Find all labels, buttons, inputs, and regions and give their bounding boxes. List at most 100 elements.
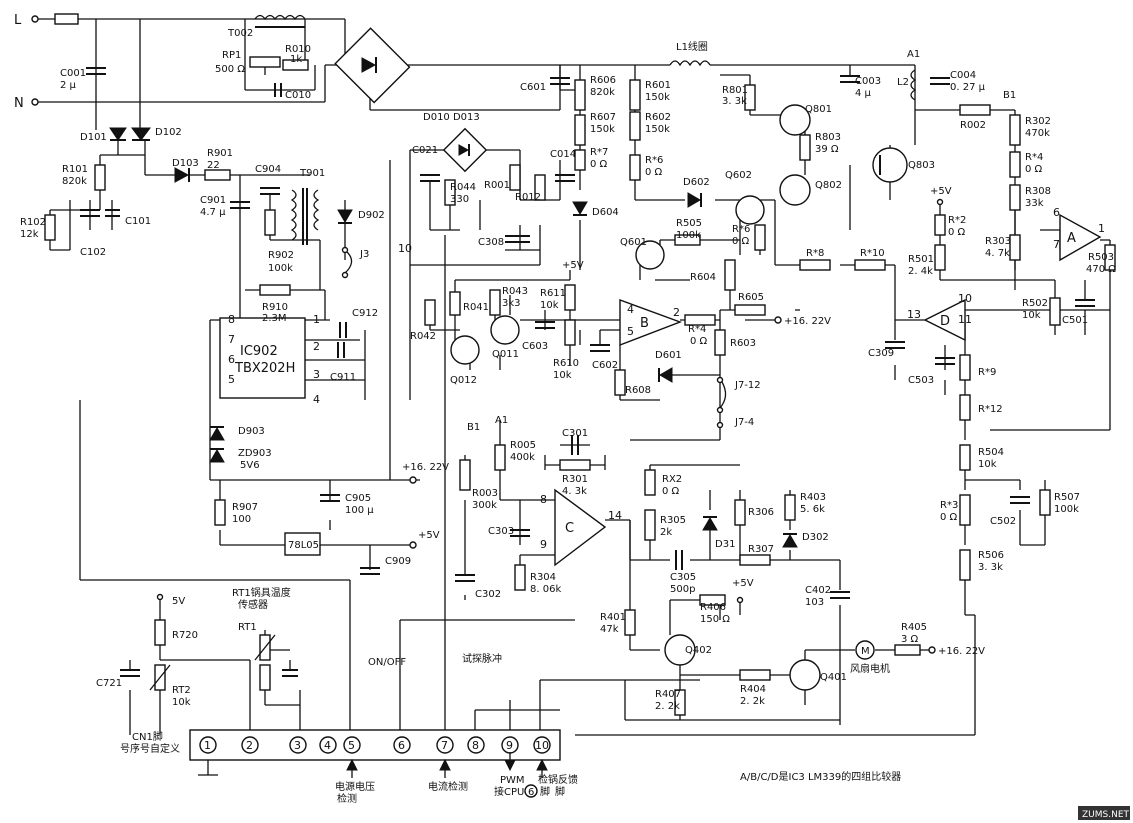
label-v1622-a: +16. 22V	[402, 462, 449, 473]
label-r005: R005	[510, 440, 536, 451]
label-r901-val: 22	[207, 160, 220, 171]
label-r502-val: 10k	[1022, 310, 1041, 321]
label-c308: C308	[478, 237, 504, 248]
label-r010-val: 1k	[290, 54, 302, 65]
cn-pin-4: 4	[324, 739, 331, 752]
label-r102-val: 12k	[20, 229, 39, 240]
cn-pin-2: 2	[246, 739, 253, 752]
label-pan-2: 脚	[555, 785, 565, 798]
label-r044-val: 330	[450, 194, 469, 205]
label-j74: J7-4	[734, 417, 754, 428]
label-zd903: ZD903	[238, 448, 272, 459]
label-r610: R610	[553, 358, 579, 369]
label-c305-val: 500p	[670, 584, 695, 595]
comp-c-pin-9: 9	[540, 538, 547, 551]
label-r305-val: 2k	[660, 527, 672, 538]
label-r601-val: 150k	[645, 92, 670, 103]
label-a1: A1	[907, 49, 920, 60]
label-q011: Q011	[492, 349, 519, 360]
label-b1: B1	[1003, 90, 1016, 101]
comp-b-pin-2: 2	[673, 306, 680, 319]
label-r8: R*8	[806, 248, 824, 259]
label-c905-val: 100 μ	[345, 505, 374, 516]
label-c014: C014	[550, 149, 576, 160]
label-r401: R401	[600, 612, 626, 623]
label-c502: C502	[990, 516, 1016, 527]
label-r507-val: 100k	[1054, 504, 1079, 515]
label-r607: R607	[590, 112, 616, 123]
label-probe: 试探脉冲	[462, 652, 502, 665]
comp-d-pin-10: 10	[958, 292, 972, 305]
watermark: ZUMS.NET	[1078, 806, 1130, 820]
label-r303-val: 4. 7k	[985, 248, 1010, 259]
cn1-connector: 1 2 3 4 5 6 7 8 9 10	[199, 736, 551, 778]
cn-pin-9: 9	[506, 739, 513, 752]
label-r405-val: 3 Ω	[901, 634, 919, 645]
label-c603: C603	[522, 341, 548, 352]
label-ic902: IC902	[240, 344, 278, 359]
label-d602: D602	[683, 177, 710, 188]
label-v5-c: +5V	[562, 260, 584, 271]
label-r720: R720	[172, 630, 198, 641]
label-pwm-3: 脚	[540, 785, 550, 798]
label-r910: R910	[262, 302, 288, 313]
comp-c-pin-14: 14	[608, 509, 622, 522]
label-q602: Q602	[725, 170, 752, 181]
label-ic902-part: TBX202H	[234, 361, 295, 376]
label-r406-val: 150 Ω	[700, 614, 730, 625]
label-r6b-val: 0 Ω	[732, 236, 750, 247]
label-c309: C309	[868, 348, 894, 359]
label-c021: C021	[412, 145, 438, 156]
label-zd903-val: 5V6	[240, 460, 260, 471]
label-r506: R506	[978, 550, 1004, 561]
comp-a-pin-7: 7	[1053, 238, 1060, 251]
label-r303: R303	[985, 236, 1011, 247]
label-r306: R306	[748, 507, 774, 518]
ic902-pin-8: 8	[228, 313, 235, 326]
label-rp1-val: 500 Ω	[215, 64, 245, 75]
label-r907: R907	[232, 502, 258, 513]
label-c901: C901	[200, 195, 226, 206]
cn-pin-6: 6	[398, 739, 405, 752]
cn-pin-5: 5	[348, 739, 355, 752]
label-comp-b: B	[640, 316, 649, 331]
label-rt1: RT1	[238, 622, 257, 633]
label-r101-val: 820k	[62, 176, 87, 187]
label-r308: R308	[1025, 186, 1051, 197]
label-r801: R801	[722, 85, 748, 96]
comp-d-pin-11: 11	[958, 313, 972, 326]
label-r611-val: 10k	[540, 300, 559, 311]
label-c003: C003	[855, 76, 881, 87]
label-r3-val: 0 Ω	[940, 512, 958, 523]
label-c602: C602	[592, 360, 618, 371]
label-c912: C912	[352, 308, 378, 319]
label-r003-val: 300k	[472, 500, 497, 511]
ic902-pin-6: 6	[228, 353, 235, 366]
label-r401-val: 47k	[600, 624, 619, 635]
label-r10: R*10	[860, 248, 885, 259]
label-cn1-1: CN1脚	[132, 730, 163, 743]
wires	[38, 18, 1111, 736]
label-r507: R507	[1054, 492, 1080, 503]
label-r803: R803	[815, 132, 841, 143]
label-r907-val: 100	[232, 514, 251, 525]
label-rt2: RT2	[172, 685, 191, 696]
label-r4b-val: 0 Ω	[690, 336, 708, 347]
cn-pin-1: 1	[204, 739, 211, 752]
label-r005-val: 400k	[510, 452, 535, 463]
label-r6: R*6	[645, 155, 663, 166]
label-r602: R602	[645, 112, 671, 123]
label-q802: Q802	[815, 180, 842, 191]
label-c004: C004	[950, 70, 976, 81]
label-r12: R*12	[978, 404, 1003, 415]
label-r305: R305	[660, 515, 686, 526]
label-fan: 风扇电机	[850, 662, 890, 675]
label-r044: R044	[450, 182, 476, 193]
comp-b-pin-4: 4	[627, 303, 634, 316]
label-l2: L2	[897, 77, 909, 88]
comp-d-pin-13: 13	[907, 308, 921, 321]
label-c501: C501	[1062, 315, 1088, 326]
label-volt-1: 电源电压	[335, 780, 375, 793]
label-r404-val: 2. 2k	[740, 696, 765, 707]
